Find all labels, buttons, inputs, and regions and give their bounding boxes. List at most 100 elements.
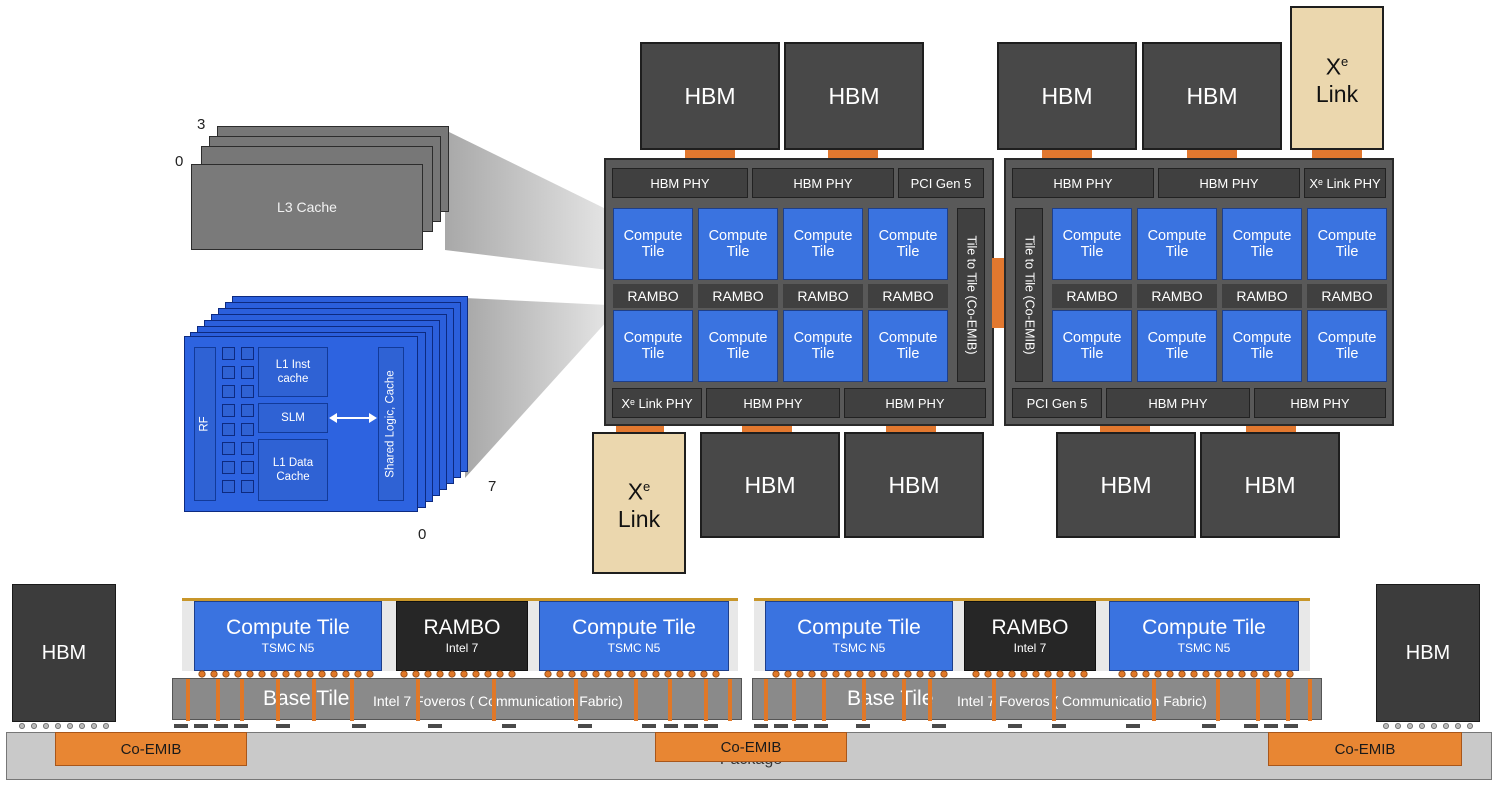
left-die: HBM PHY HBM PHY PCI Gen 5 Compute Tile C… [604,158,994,426]
tile-to-tile-co-emib: Tile to Tile (Co-EMIB) [957,208,985,382]
l1-data-cache: L1 Data Cache [258,439,328,501]
compute-tile-title: Compute Tile [1142,616,1266,639]
tile-to-tile-label: Tile to Tile (Co-EMIB) [964,235,979,355]
hbm-label: HBM [744,471,796,498]
compute-tile: Compute Tile [1222,208,1302,280]
compute-tile-cross-section: Compute Tile TSMC N5 [765,601,953,671]
compute-tile: Compute Tile [868,208,948,280]
process-node: TSMC N5 [832,641,886,655]
hbm-phy: HBM PHY [1106,388,1250,418]
compute-tile-title: Compute Tile [572,616,696,639]
hbm-bumps-right [1383,723,1474,729]
alu-cell [222,442,235,455]
base-tile-title: Base Tile [847,687,934,710]
compute-tile: Compute Tile [783,208,863,280]
rambo-cross-section: RAMBO Intel 7 [964,601,1096,671]
hbm-stack: HBM [1056,432,1196,538]
alu-cell [222,461,235,474]
base-tile-title: Base Tile [263,687,350,710]
alu-cell [241,366,254,379]
xe-link-label: Link [1315,81,1359,108]
rambo-cache: RAMBO [868,284,948,308]
compute-tile-cross-section: Compute Tile TSMC N5 [194,601,382,671]
hbm-stack: HBM [1200,432,1340,538]
xe-link-connector [1312,150,1362,159]
hbm-label: HBM [1041,82,1093,109]
l3-cache: L3 Cache [191,164,423,250]
core-stack-bottom-index: 0 [418,526,427,543]
compute-tile-title: Compute Tile [797,616,921,639]
process-node: TSMC N5 [261,641,315,655]
co-emib: Co-EMIB [1268,732,1462,766]
core-stack-top-index: 7 [488,478,497,495]
compute-tile: Compute Tile [1137,208,1217,280]
hbm-label: HBM [1244,471,1296,498]
hbm-label: HBM [1186,82,1238,109]
compute-tile: Compute Tile [868,310,948,382]
double-arrow-icon [329,413,377,423]
stack-lid [182,598,738,601]
hbm-stack: HBM [997,42,1137,150]
hbm-phy: HBM PHY [706,388,840,418]
register-file-label: RF [199,416,211,432]
hbm-bumps-left [19,723,110,729]
hbm-label: HBM [684,82,736,109]
right-interconnects [754,670,1312,728]
pci-gen5-phy: PCI Gen 5 [898,168,984,198]
foveros-label: Intel 7 Foveros ( Communication Fabric) [957,693,1207,709]
hbm-connector [828,150,878,159]
rambo-cache: RAMBO [1222,284,1302,308]
xe-link-sup: e [643,478,651,494]
hbm-connector [685,150,735,159]
co-emib: Co-EMIB [655,732,847,762]
hbm-label: HBM [828,82,880,109]
compute-tile: Compute Tile [1052,310,1132,382]
compute-tile: Compute Tile [698,310,778,382]
hbm-connector [1042,150,1092,159]
rambo-cross-section: RAMBO Intel 7 [396,601,528,671]
compute-tile: Compute Tile [698,208,778,280]
co-emib-bridge [992,258,1006,328]
alu-cell [241,442,254,455]
hbm-stack: HBM [784,42,924,150]
register-file: RF [194,347,216,501]
base-tile: Base Tile Intel 7 Foveros ( Communicatio… [752,678,1322,720]
alu-cell [222,347,235,360]
xe-core: RF L1 Inst cache SLM L1 Data Cache Share… [184,336,418,512]
process-node: TSMC N5 [1177,641,1231,655]
co-emib: Co-EMIB [55,732,247,766]
hbm-stack: HBM [1142,42,1282,150]
rambo-cache: RAMBO [1307,284,1387,308]
hbm-connector [1187,150,1237,159]
hbm-label: HBM [888,471,940,498]
hbm-stack: HBM [700,432,840,538]
stack-lid [754,598,1310,601]
compute-tile: Compute Tile [1222,310,1302,382]
hbm-stack: HBM [640,42,780,150]
hbm-phy: HBM PHY [1012,168,1154,198]
rambo-title: RAMBO [423,616,501,639]
xe-link: Xe Link [1290,6,1384,150]
alu-cell [241,404,254,417]
xe-link-sup: e [1341,53,1349,69]
compute-tile-cross-section: Compute Tile TSMC N5 [1109,601,1299,671]
alu-grid [222,347,254,501]
hbm-side-label: HBM [41,641,87,664]
rambo-cache: RAMBO [1137,284,1217,308]
rambo-cache: RAMBO [1052,284,1132,308]
compute-tile: Compute Tile [1307,310,1387,382]
rambo-cache: RAMBO [783,284,863,308]
core-cone [465,298,608,478]
alu-cell [222,404,235,417]
alu-cell [222,385,235,398]
process-node: Intel 7 [445,641,479,655]
base-tile: Base Tile Intel 7 Foveros ( Communicatio… [172,678,742,720]
xe-link: Xe Link [592,432,686,574]
alu-cell [241,423,254,436]
hbm-connector [1246,426,1296,435]
alu-cell [241,461,254,474]
xe-link-phy: Xᵉ Link PHY [1304,168,1386,198]
compute-tile: Compute Tile [783,310,863,382]
foveros-label: Intel 7 Foveros ( Communication Fabric) [373,693,623,709]
right-die: HBM PHY HBM PHY Xᵉ Link PHY Tile to Tile… [1004,158,1394,426]
